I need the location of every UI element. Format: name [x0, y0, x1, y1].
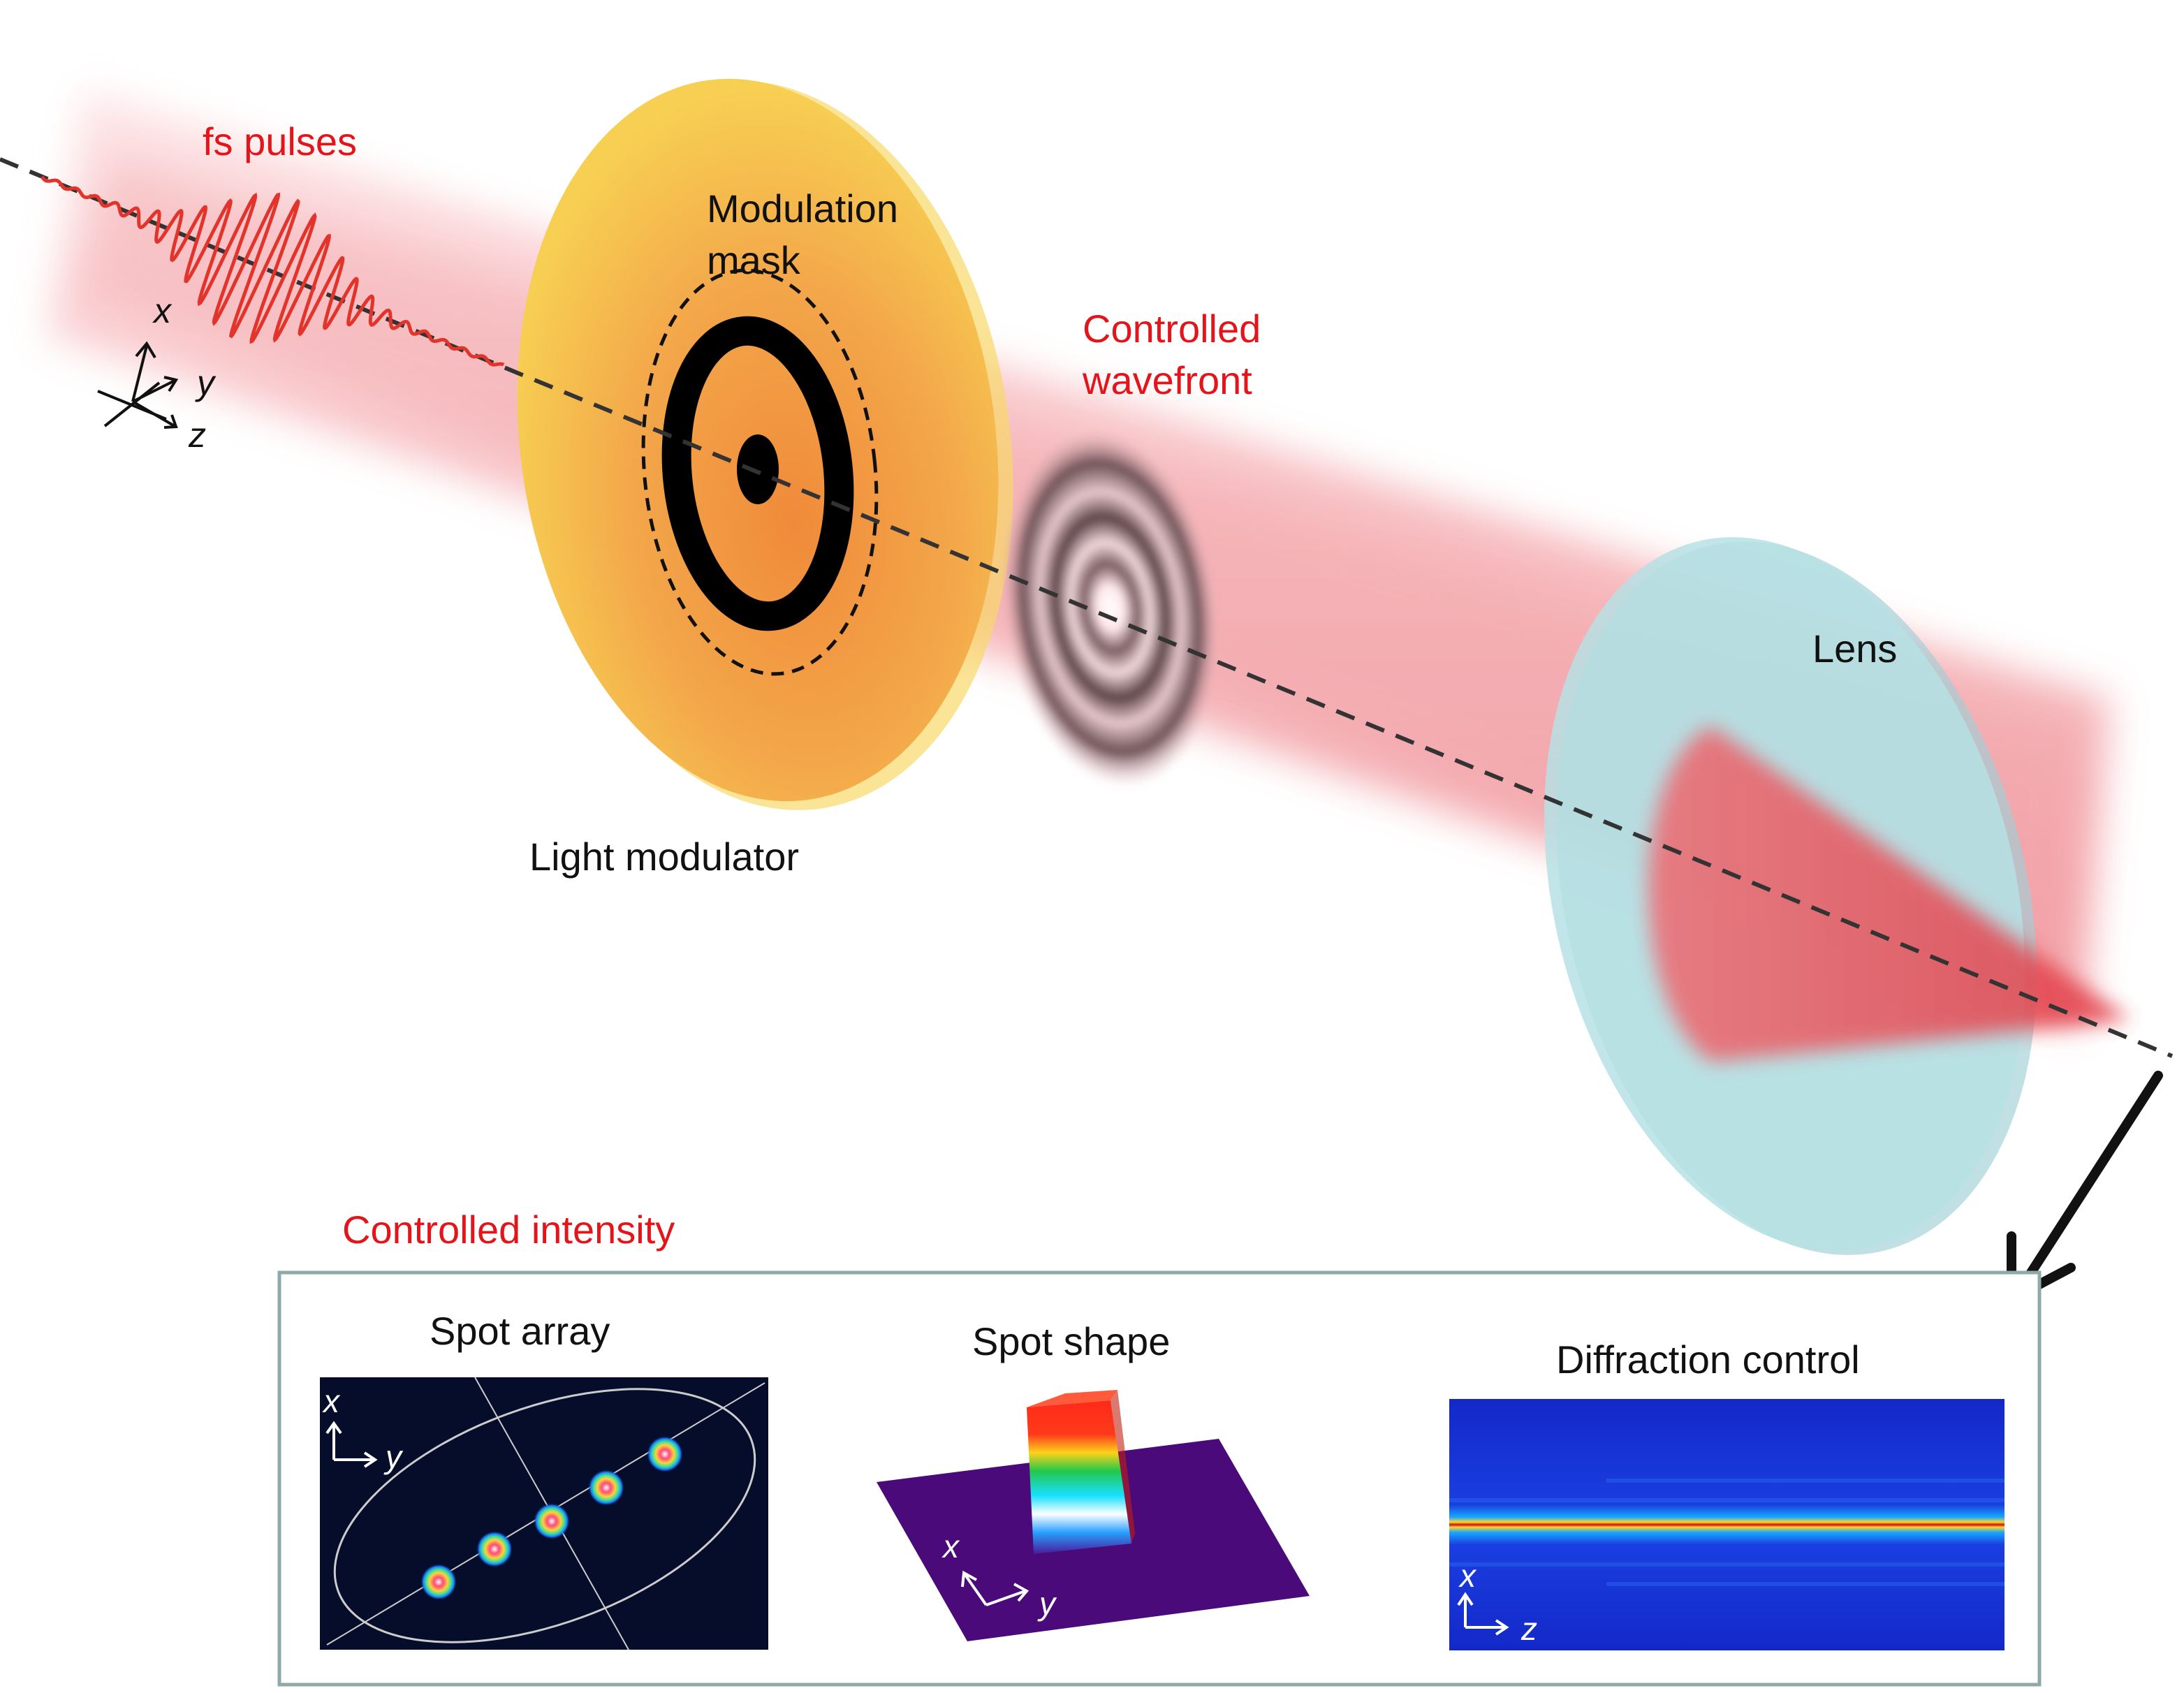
controlled-wavefront-label-line1: Controlled — [1083, 307, 1261, 351]
lens-label: Lens — [1812, 626, 1897, 670]
spot-shape-plot: x y — [877, 1390, 1310, 1641]
spot-shape-axis-y: y — [1037, 1585, 1057, 1622]
diffraction-control-image: x z — [1449, 1399, 2005, 1650]
controlled-wavefront-label-line2: wavefront — [1082, 358, 1252, 402]
main-axes-triad — [97, 341, 179, 429]
light-modulator-label: Light modulator — [529, 835, 799, 879]
diffraction-axis-x: x — [1458, 1558, 1477, 1594]
modulation-mask-label-line2: mask — [707, 238, 801, 282]
pointer-arrow — [2007, 1071, 2163, 1307]
modulation-mask-rings — [641, 268, 879, 676]
axis-y-label: y — [195, 363, 217, 402]
axis-x-label: x — [152, 291, 173, 330]
spot-array-axis-y: y — [383, 1439, 404, 1475]
spot-shape-axis-x: x — [941, 1528, 960, 1564]
spot-shape-title: Spot shape — [972, 1319, 1170, 1363]
axis-z-label: z — [188, 416, 206, 455]
diffraction-control-title: Diffraction control — [1556, 1337, 1860, 1381]
controlled-wavefront-rings — [1000, 427, 1221, 789]
controlled-intensity-label: Controlled intensity — [342, 1208, 675, 1252]
fs-pulse-wave — [40, 175, 505, 367]
spot-array-image: x y — [320, 1377, 768, 1650]
spot-array-axis-x: x — [322, 1383, 341, 1419]
modulation-mask-label-line1: Modulation — [707, 186, 898, 230]
spot-array-title: Spot array — [430, 1309, 610, 1353]
diffraction-axis-z: z — [1520, 1611, 1537, 1647]
fs-pulses-label: fs pulses — [203, 119, 357, 163]
focusing-cone — [1648, 726, 2130, 1062]
